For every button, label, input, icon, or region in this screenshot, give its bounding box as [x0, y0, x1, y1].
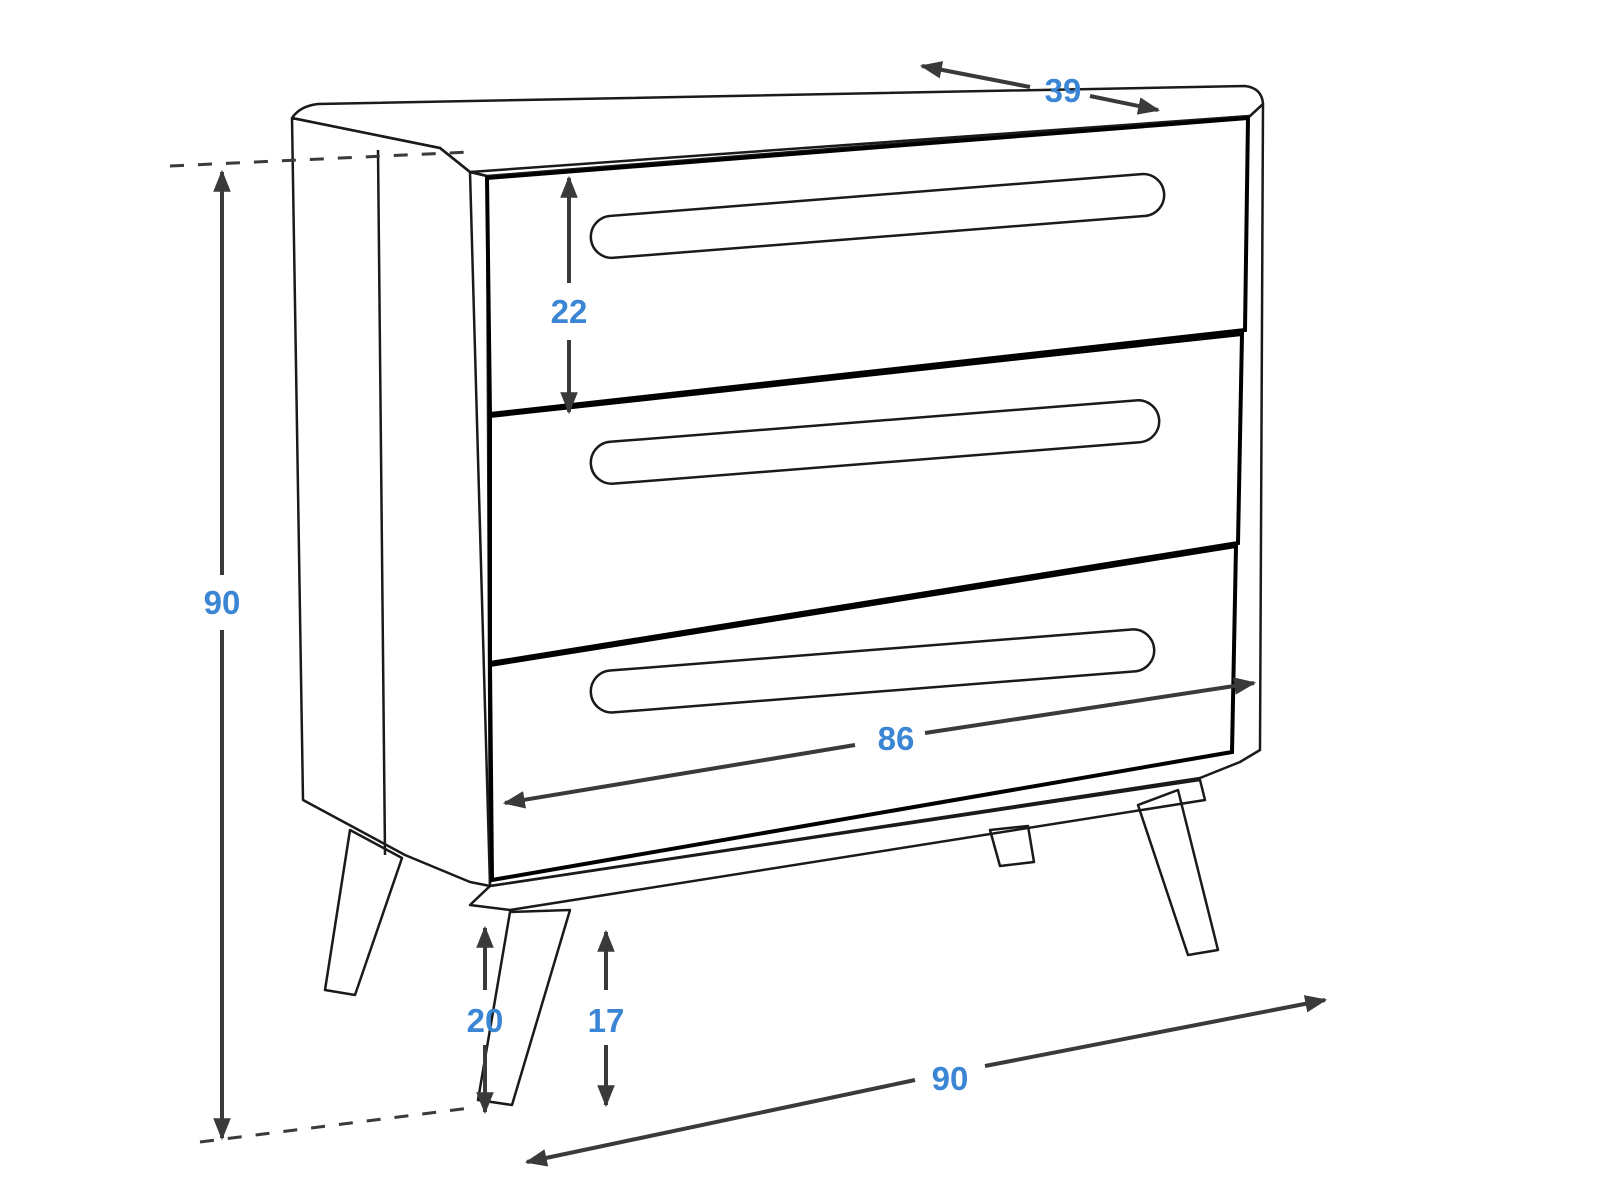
bottom-drawer-handle[interactable] — [589, 628, 1156, 714]
top-reference-line — [169, 150, 471, 168]
total-width-dimension: 90 — [524, 995, 1328, 1167]
front-left-leg — [476, 908, 572, 1107]
drawer-height-dimension: 22 — [551, 175, 588, 415]
total-width-label: 90 — [932, 1060, 969, 1097]
cabinet-top — [290, 84, 1265, 178]
drawer-width-label: 86 — [878, 720, 915, 757]
leg-clearance-dimension: 17 — [588, 929, 625, 1108]
back-right-leg — [988, 824, 1036, 868]
top-drawer-handle[interactable] — [589, 172, 1166, 260]
depth-label: 39 — [1045, 72, 1082, 109]
total-height-dimension: 90 — [204, 169, 241, 1141]
base-rail — [468, 778, 1207, 912]
drawer-width-dimension: 86 — [502, 677, 1257, 809]
back-left-leg — [323, 828, 404, 997]
front-right-leg — [1136, 788, 1220, 957]
leg-clearance-label: 17 — [588, 1002, 625, 1039]
drawer-height-label: 22 — [551, 293, 588, 330]
middle-drawer[interactable] — [488, 331, 1245, 666]
cabinet-side-panel — [290, 116, 492, 888]
leg-height-front-dimension: 20 — [467, 925, 504, 1115]
bottom-reference-line — [199, 1106, 471, 1144]
bottom-drawer[interactable] — [487, 543, 1239, 883]
middle-drawer-handle[interactable] — [589, 399, 1161, 486]
legs — [323, 788, 1220, 1107]
leg-height-front-label: 20 — [467, 1002, 504, 1039]
depth-dimension: 39 — [919, 61, 1161, 115]
total-height-label: 90 — [204, 584, 241, 621]
top-drawer[interactable] — [484, 115, 1251, 417]
